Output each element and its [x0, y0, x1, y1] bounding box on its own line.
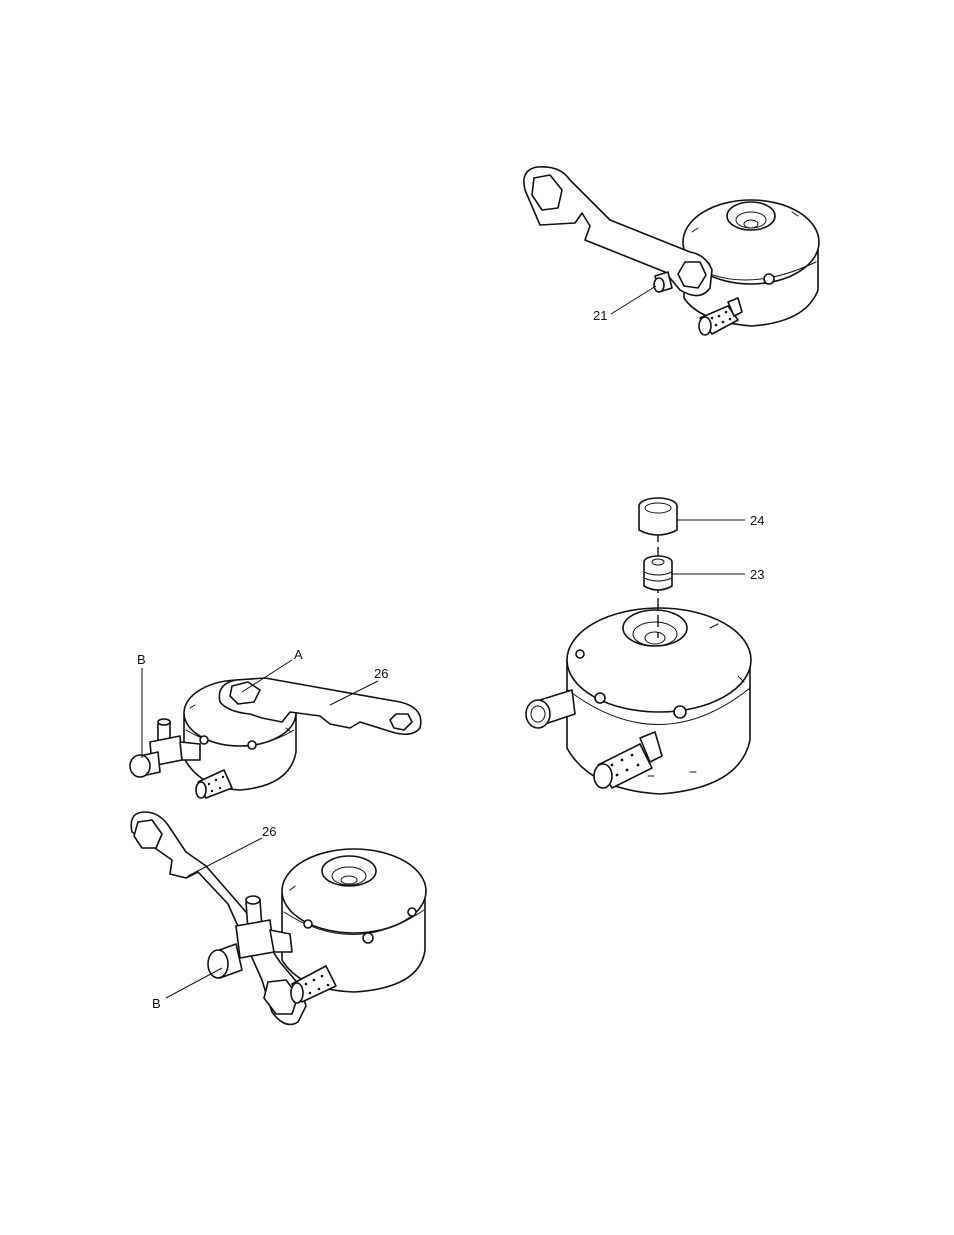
figure-exploded-cap-and-seal: 24 23 — [526, 498, 764, 794]
leader-line-21 — [611, 286, 656, 314]
callout-26: 26 — [374, 666, 388, 681]
figure-wrench-on-tee-fitting: 26 B — [131, 812, 426, 1024]
seal-part — [644, 556, 672, 590]
spanner-wrench — [131, 812, 306, 1024]
callout-24: 24 — [750, 513, 764, 528]
leader-line-B — [166, 968, 222, 998]
outlet-nut — [654, 272, 672, 292]
figure-wrench-on-top-nut: B A 26 — [130, 647, 421, 798]
motor-housing — [567, 608, 751, 794]
callout-21: 21 — [593, 308, 607, 323]
leader-line-26 — [188, 838, 262, 876]
cap-part — [639, 498, 677, 535]
callout-B: B — [152, 996, 161, 1011]
callout-23: 23 — [750, 567, 764, 582]
motor-housing — [282, 849, 426, 992]
figure-wrench-on-outlet-nut: 21 — [524, 167, 819, 335]
callout-26: 26 — [262, 824, 276, 839]
spanner-wrench — [524, 167, 712, 296]
callout-A: A — [294, 647, 303, 662]
callout-B: B — [137, 652, 146, 667]
cap-B — [130, 752, 160, 777]
